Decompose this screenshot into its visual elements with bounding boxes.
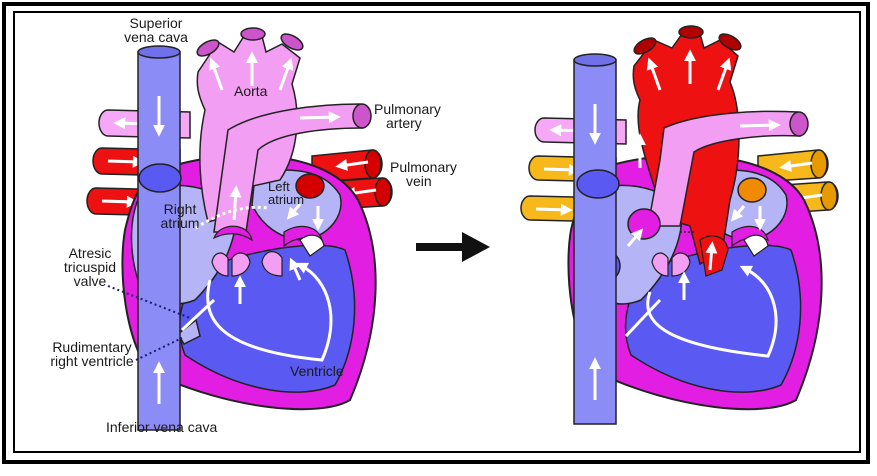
label-ventricle: Ventricle bbox=[290, 363, 344, 379]
label-rudimentary-right-ventricle: Rudimentary right ventricle bbox=[36, 340, 148, 368]
label-rudimentary-line2: right ventricle bbox=[50, 353, 134, 369]
inner-border bbox=[13, 11, 861, 453]
label-atresic-line1: Atresic bbox=[68, 245, 112, 261]
label-right-atrium-line2: atrium bbox=[160, 215, 200, 231]
label-pulmonary-artery-line2: artery bbox=[386, 115, 422, 131]
label-left-atrium-line1: Left bbox=[268, 179, 290, 194]
label-aorta: Aorta bbox=[234, 83, 268, 99]
label-pulmonary-vein-line2: vein bbox=[406, 173, 432, 189]
label-superior-line2: vena cava bbox=[124, 29, 188, 45]
label-left-atrium: Left atrium bbox=[268, 180, 304, 206]
label-atresic-line3: valve bbox=[73, 273, 107, 289]
label-pulmonary-vein: Pulmonary vein bbox=[390, 160, 457, 188]
right-pulmonary-artery bbox=[626, 110, 809, 247]
left-vena-cava bbox=[137, 45, 182, 431]
label-superior-vena-cava: Superior vena cava bbox=[116, 16, 196, 44]
left-valves bbox=[211, 225, 325, 277]
label-pulmonary-artery-line1: Pulmonary bbox=[374, 101, 441, 117]
right-vena-cava bbox=[573, 53, 620, 425]
label-right-atrium-line1: Right bbox=[163, 201, 197, 217]
right-heart bbox=[520, 25, 839, 425]
label-rudimentary-line1: Rudimentary bbox=[52, 339, 132, 355]
left-pulmonary-artery bbox=[213, 103, 372, 233]
label-right-atrium: Right atrium bbox=[150, 202, 210, 230]
left-heart bbox=[86, 27, 393, 431]
label-atresic-tricuspid-valve: Atresic tricuspid valve bbox=[44, 246, 136, 288]
label-pulmonary-vein-line1: Pulmonary bbox=[390, 159, 457, 175]
right-arrow-icon bbox=[416, 232, 490, 262]
label-atresic-line2: tricuspid bbox=[63, 259, 117, 275]
label-pulmonary-artery: Pulmonary artery bbox=[374, 102, 441, 130]
label-left-atrium-line2: atrium bbox=[268, 192, 305, 207]
label-inferior-vena-cava: Inferior vena cava bbox=[106, 419, 218, 435]
label-superior-line1: Superior bbox=[129, 15, 183, 31]
